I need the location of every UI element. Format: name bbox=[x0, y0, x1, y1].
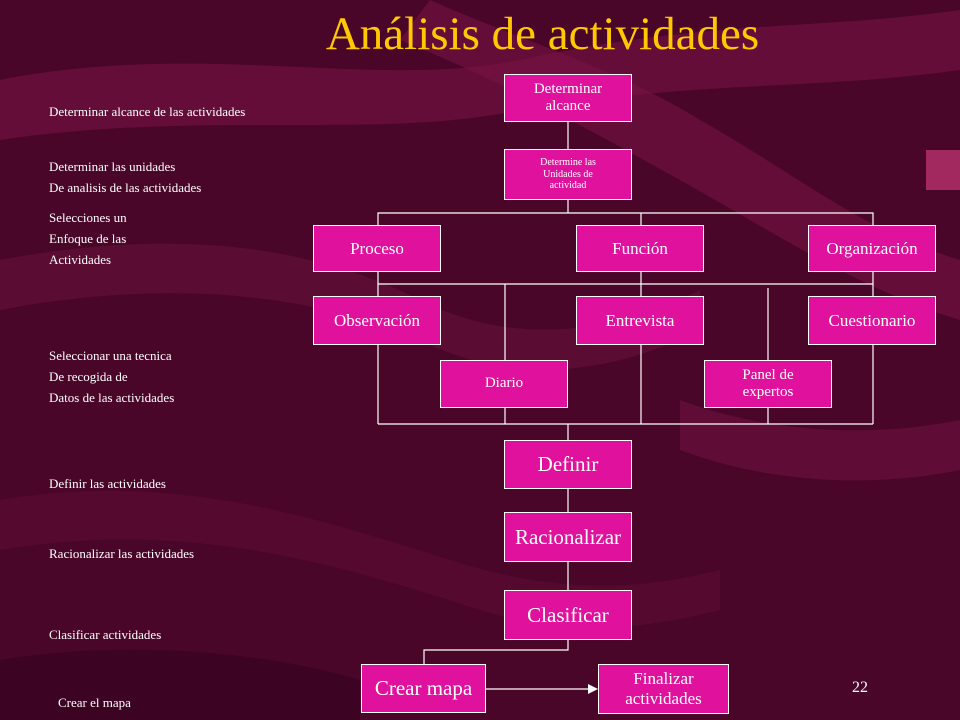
node-label-line: expertos bbox=[742, 384, 794, 400]
step-label-crear-mapa: Crear el mapa bbox=[58, 692, 131, 713]
node-determine-unidades: Determine las Unidades de actividad bbox=[504, 149, 632, 200]
node-cuestionario: Cuestionario bbox=[808, 296, 936, 345]
step-label-line: Racionalizar las actividades bbox=[49, 546, 195, 561]
step-label-line: Datos de las actividades bbox=[49, 390, 175, 405]
node-label-line: Observación bbox=[334, 310, 420, 330]
node-label-line: Unidades de bbox=[543, 168, 593, 180]
node-label-line: Finalizar bbox=[633, 669, 694, 689]
node-label-line: Función bbox=[612, 238, 668, 258]
node-clasificar: Clasificar bbox=[504, 590, 632, 640]
node-proceso: Proceso bbox=[313, 225, 441, 272]
step-label-alcance: Determinar alcance de las actividades bbox=[49, 101, 245, 122]
node-label-line: Cuestionario bbox=[828, 310, 916, 330]
step-label-line: Clasificar actividades bbox=[49, 627, 162, 642]
node-label-line: Determinar bbox=[533, 80, 603, 97]
node-label-line: actividades bbox=[625, 689, 702, 708]
step-label-line: De recogida de bbox=[49, 369, 128, 384]
node-label-line: alcance bbox=[545, 98, 591, 114]
step-label-racionalizar: Racionalizar las actividades bbox=[49, 543, 194, 564]
step-label-line: De analisis de las actividades bbox=[49, 180, 202, 195]
node-entrevista: Entrevista bbox=[576, 296, 704, 345]
node-label-line: Definir bbox=[537, 452, 599, 477]
step-label-line: Determinar las unidades bbox=[49, 159, 176, 174]
step-label-line: Actividades bbox=[49, 252, 112, 267]
node-label-line: Organización bbox=[826, 238, 918, 258]
node-label-line: Panel de bbox=[742, 366, 794, 383]
step-label-line: Enfoque de las bbox=[49, 231, 127, 246]
node-definir: Definir bbox=[504, 440, 632, 489]
node-observacion: Observación bbox=[313, 296, 441, 345]
node-label-line: Diario bbox=[484, 375, 524, 392]
node-crear-mapa: Crear mapa bbox=[361, 664, 486, 713]
node-racionalizar: Racionalizar bbox=[504, 512, 632, 562]
step-label-line: Crear el mapa bbox=[58, 695, 131, 710]
step-label-definir: Definir las actividades bbox=[49, 473, 166, 494]
node-label-line: Entrevista bbox=[605, 310, 675, 330]
step-label-clasificar: Clasificar actividades bbox=[49, 624, 161, 645]
node-panel-expertos: Panel de expertos bbox=[704, 360, 832, 408]
step-label-unidades: Determinar las unidades De analisis de l… bbox=[49, 156, 201, 198]
node-finalizar-actividades: Finalizar actividades bbox=[598, 664, 729, 714]
node-determinar-alcance: Determinar alcance bbox=[504, 74, 632, 122]
node-label-line: Clasificar bbox=[527, 602, 609, 627]
node-label-line: Racionalizar bbox=[514, 524, 622, 549]
step-label-line: Definir las actividades bbox=[49, 476, 166, 491]
page-number: 22 bbox=[852, 679, 868, 696]
step-label-line: Seleccionar una tecnica bbox=[49, 348, 172, 363]
node-label-line: Determine las bbox=[540, 157, 596, 169]
node-label-line: actividad bbox=[549, 180, 587, 192]
node-label-line: Crear mapa bbox=[374, 676, 473, 701]
step-label-line: Determinar alcance de las actividades bbox=[49, 104, 246, 119]
node-funcion: Función bbox=[576, 225, 704, 272]
page-title: Análisis de actividades bbox=[325, 8, 760, 60]
node-label-line: Proceso bbox=[350, 238, 404, 258]
step-label-enfoque: Selecciones un Enfoque de las Actividade… bbox=[49, 207, 127, 270]
node-organizacion: Organización bbox=[808, 225, 936, 272]
step-label-line: Selecciones un bbox=[49, 210, 127, 225]
node-diario: Diario bbox=[440, 360, 568, 408]
step-label-tecnica: Seleccionar una tecnica De recogida de D… bbox=[49, 345, 174, 408]
